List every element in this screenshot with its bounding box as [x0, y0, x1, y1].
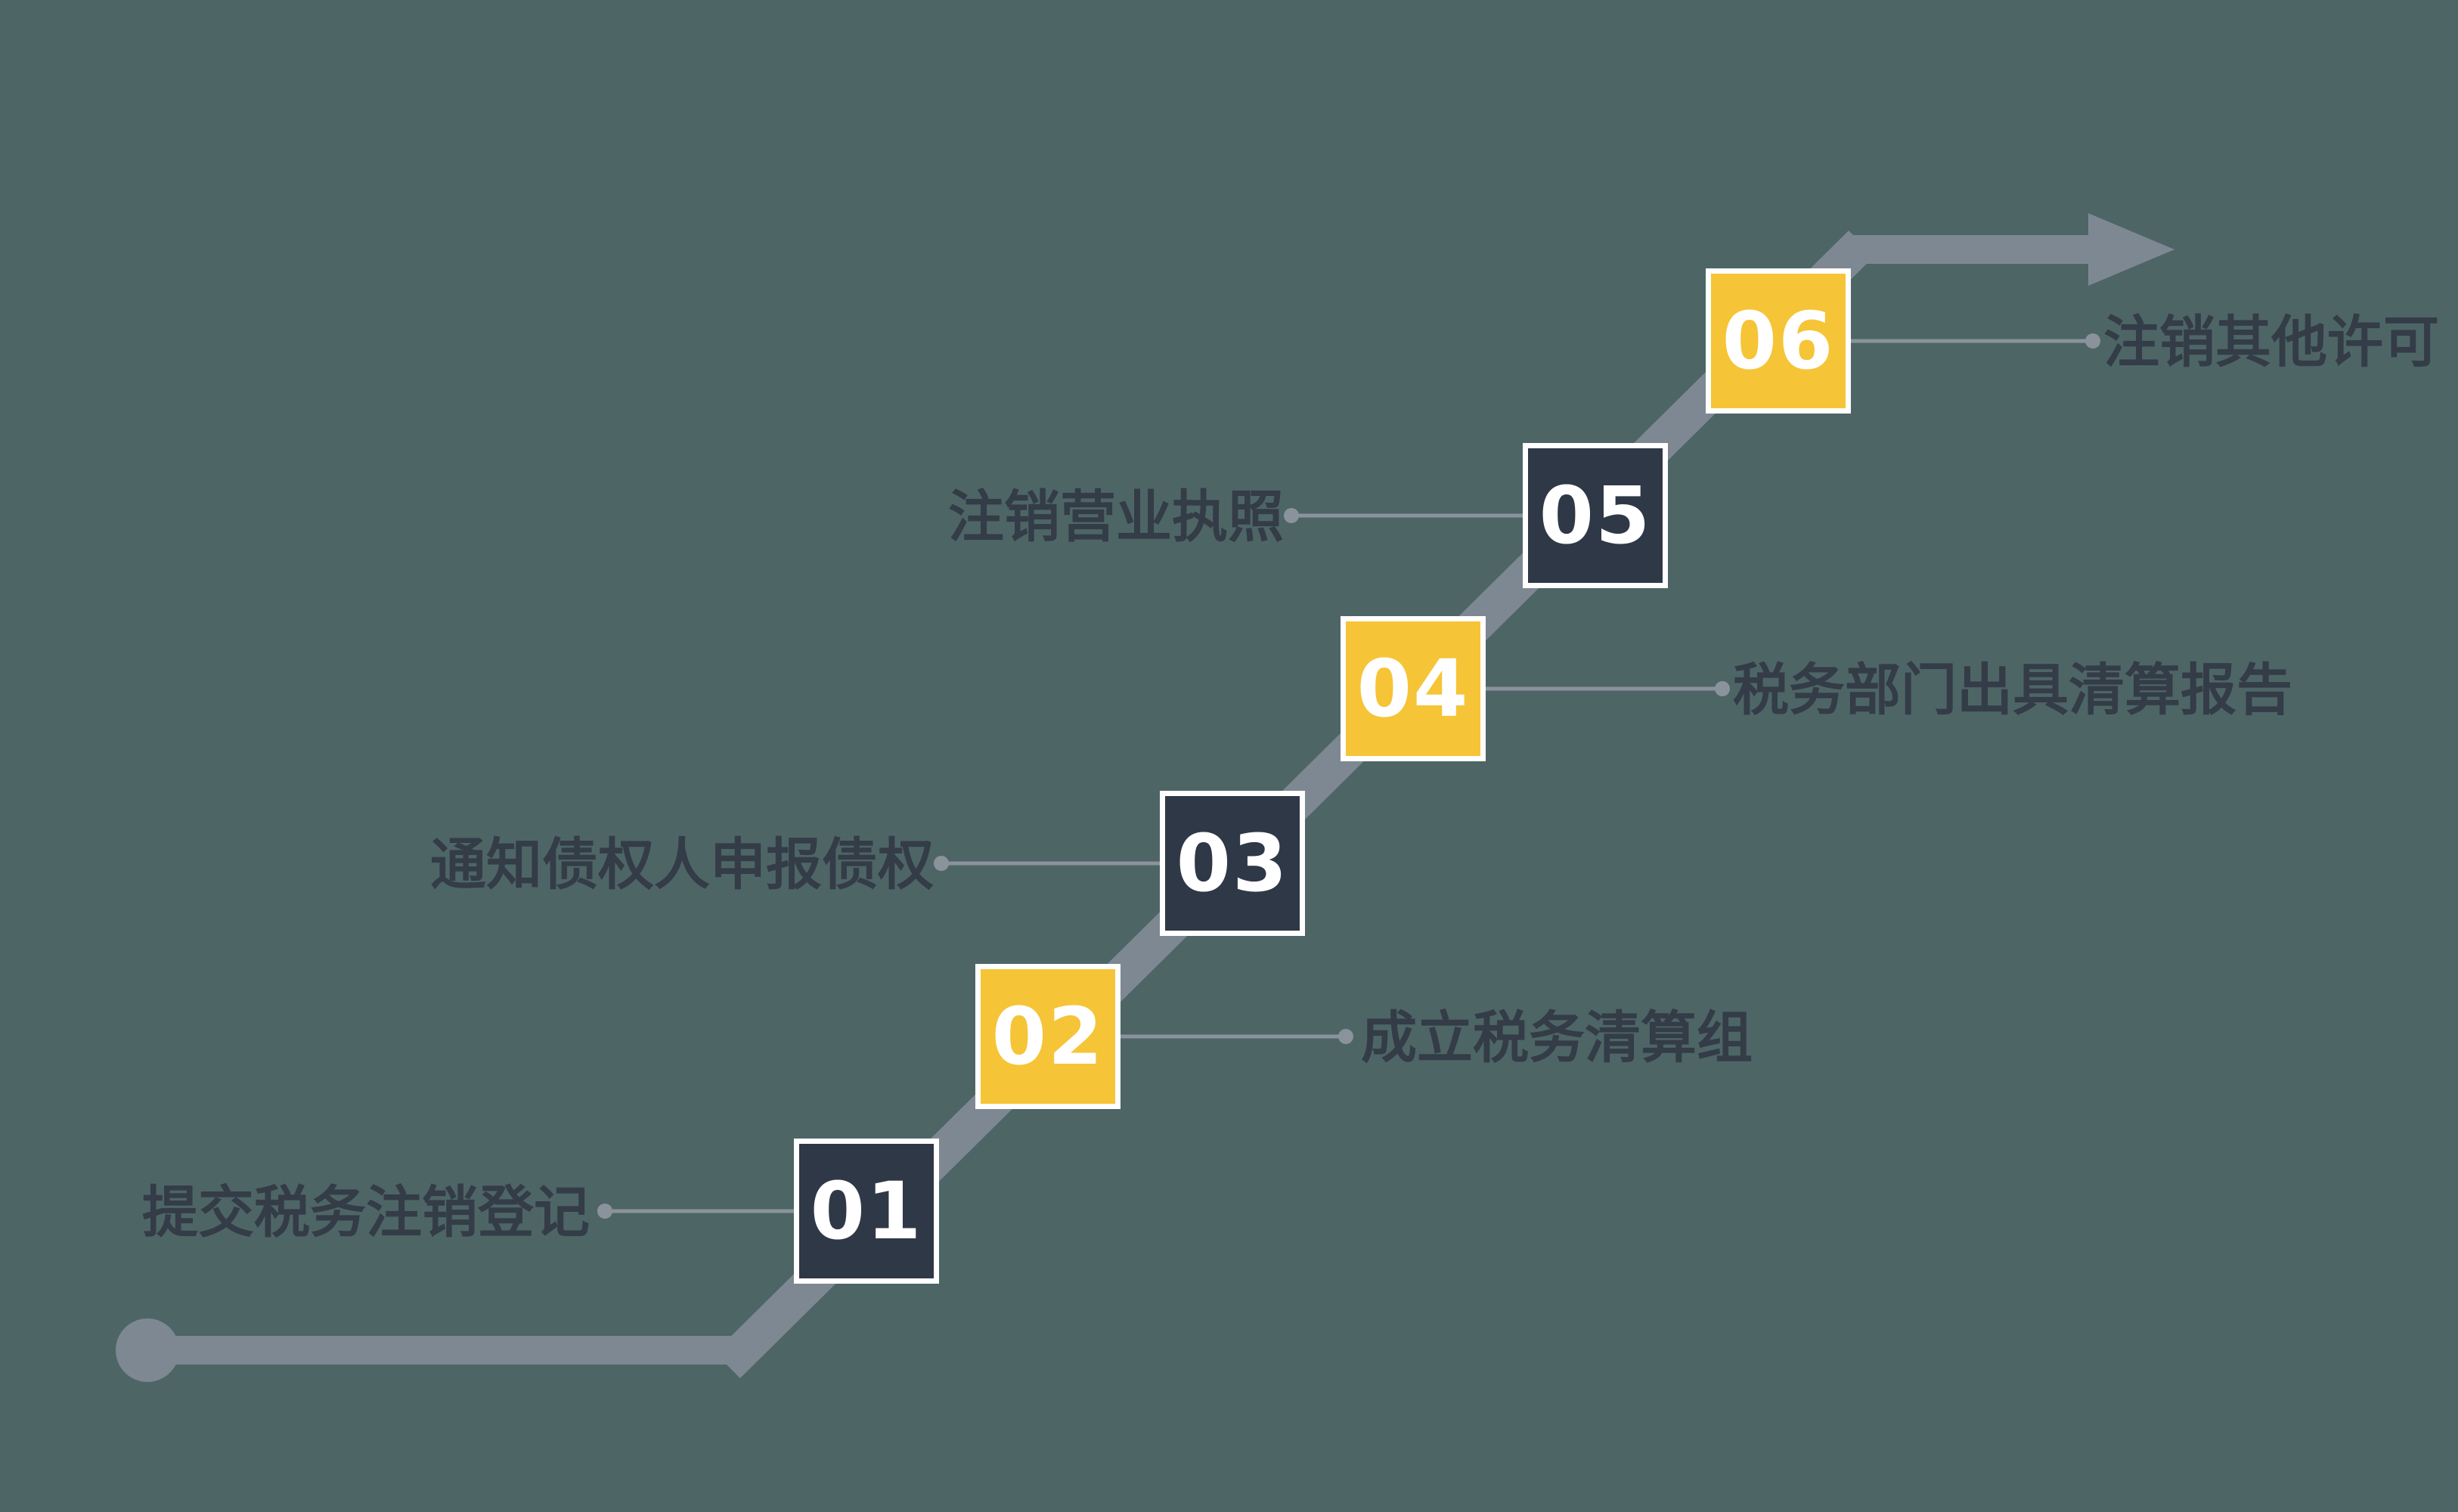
connector-dot	[597, 1204, 612, 1219]
step-label-04: 税务部门出具清算报告	[1733, 658, 2292, 723]
step-box-02: 02	[975, 964, 1121, 1109]
step-number: 06	[1722, 295, 1835, 387]
step-label-03: 通知债权人申报债权	[430, 832, 934, 898]
step-label-01: 提交税务注销登记	[142, 1180, 590, 1246]
connector-dot	[934, 856, 949, 871]
step-label-05: 注销营业执照	[948, 485, 1284, 550]
step-box-05: 05	[1523, 443, 1668, 588]
start-dot	[116, 1318, 179, 1382]
step-box-01: 01	[794, 1139, 939, 1284]
step-box-04: 04	[1341, 616, 1486, 761]
arrowhead-icon	[2088, 213, 2174, 286]
step-label-02: 成立税务清算组	[1361, 1005, 1753, 1071]
connector-dot	[1338, 1029, 1353, 1044]
step-number: 05	[1539, 469, 1652, 562]
step-number: 03	[1176, 817, 1289, 909]
connector-dot	[1284, 508, 1299, 523]
step-box-03: 03	[1160, 791, 1305, 936]
connector-dot	[1715, 681, 1730, 696]
step-number: 02	[991, 990, 1105, 1083]
step-number: 04	[1356, 643, 1470, 735]
step-label-06: 注销其他许可	[2103, 310, 2439, 376]
connector-dot	[2085, 333, 2100, 349]
step-number: 01	[810, 1165, 923, 1257]
step-box-06: 06	[1706, 268, 1851, 414]
